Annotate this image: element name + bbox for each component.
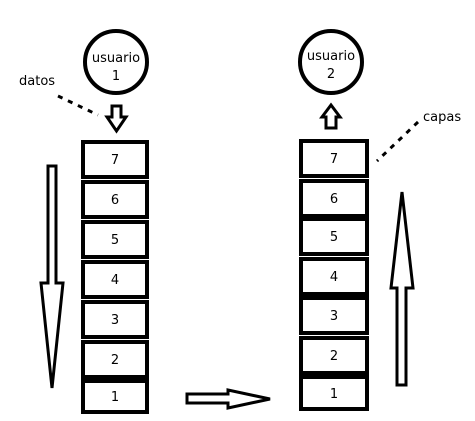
user-1-number: 1 (112, 69, 120, 84)
layer-box: 7 (81, 140, 149, 179)
layer-number: 3 (111, 313, 119, 328)
layer-box: 6 (81, 180, 149, 219)
datos-leader-line (57, 94, 99, 117)
layer-box: 1 (81, 379, 149, 414)
arrow-up-to-user-2 (319, 102, 343, 130)
layer-number: 5 (330, 230, 338, 245)
layer-box: 3 (81, 300, 149, 339)
layer-number: 3 (330, 309, 338, 324)
layer-number: 6 (330, 192, 338, 207)
right-layer-stack: 7 6 5 4 3 2 1 (299, 139, 369, 411)
layer-number: 1 (330, 387, 338, 402)
left-layer-stack: 7 6 5 4 3 2 1 (81, 140, 149, 414)
layer-box: 1 (299, 375, 369, 411)
layer-box: 5 (81, 220, 149, 259)
layer-number: 4 (330, 270, 338, 285)
layer-number: 4 (111, 273, 119, 288)
layer-box: 3 (299, 296, 369, 335)
layer-box: 4 (81, 260, 149, 299)
layer-number: 1 (111, 390, 119, 405)
arrow-up-right-side (389, 191, 415, 387)
layer-box: 5 (299, 217, 369, 256)
layer-number: 7 (111, 153, 119, 168)
capas-leader-line (375, 120, 420, 163)
user-1-node: usuario 1 (83, 29, 149, 95)
user-2-node: usuario 2 (298, 29, 364, 95)
user-1-label: usuario (92, 51, 140, 66)
layer-number: 2 (330, 349, 338, 364)
user-2-label: usuario (307, 49, 355, 64)
layer-box: 2 (299, 336, 369, 375)
layer-box: 4 (299, 257, 369, 296)
layer-number: 7 (330, 152, 338, 167)
arrow-right-between-stacks (185, 388, 271, 410)
capas-label: capas (423, 110, 461, 125)
layer-box: 6 (299, 179, 369, 218)
arrow-down-left-side (39, 164, 65, 389)
layer-box: 2 (81, 340, 149, 379)
datos-label: datos (19, 74, 55, 89)
layer-number: 2 (111, 353, 119, 368)
layer-number: 6 (111, 193, 119, 208)
layer-number: 5 (111, 233, 119, 248)
arrow-down-into-stack (104, 104, 129, 134)
user-2-number: 2 (327, 67, 335, 82)
layer-box: 7 (299, 139, 369, 178)
